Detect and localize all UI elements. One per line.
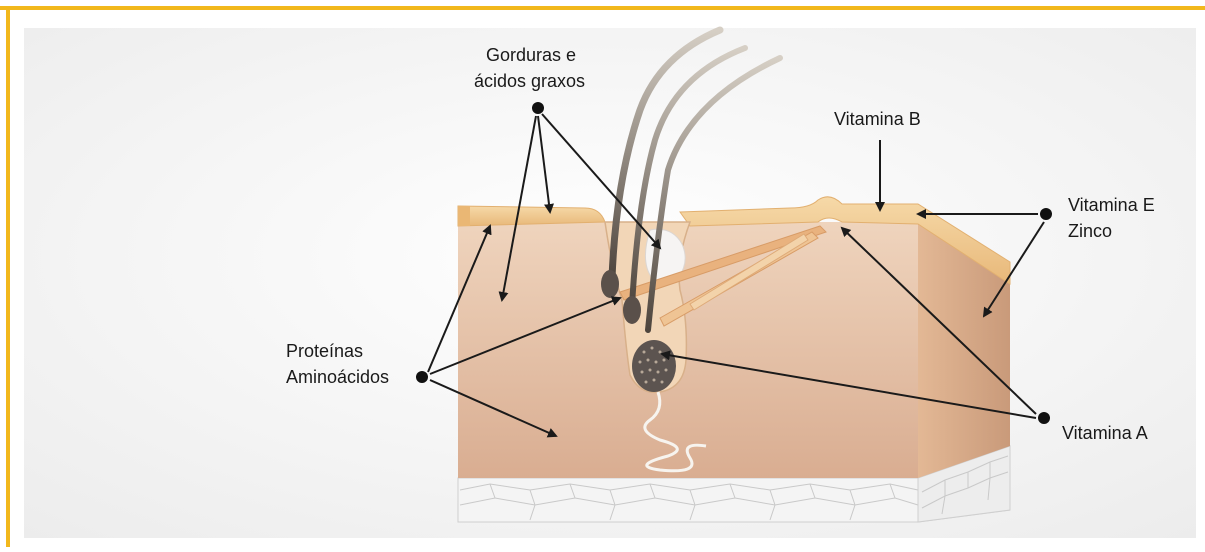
dermis-front <box>458 222 918 478</box>
amino-acids-label: Aminoácidos <box>286 366 389 388</box>
fats-label-line1: Gorduras e <box>486 44 576 66</box>
hair-bulb-main <box>632 340 676 392</box>
vitamin-a-callout-dot <box>1038 412 1050 424</box>
vitamin-e-label-line1: Vitamina E <box>1068 194 1155 216</box>
fats-label-line2: ácidos graxos <box>474 70 585 92</box>
hair-bulb-2 <box>623 296 641 324</box>
epidermis-left <box>458 206 605 226</box>
zinc-label: Zinco <box>1068 220 1112 242</box>
vitamin-a-label: Vitamina A <box>1062 422 1148 444</box>
proteins-callout-dot <box>416 371 428 383</box>
vitamin-e-callout-dot <box>1040 208 1052 220</box>
proteins-label-line1: Proteínas <box>286 340 363 362</box>
hair-bulb-1 <box>601 270 619 298</box>
fats-callout-dot <box>532 102 544 114</box>
epidermis-edge <box>458 206 470 226</box>
vitamin-b-label: Vitamina B <box>834 108 921 130</box>
